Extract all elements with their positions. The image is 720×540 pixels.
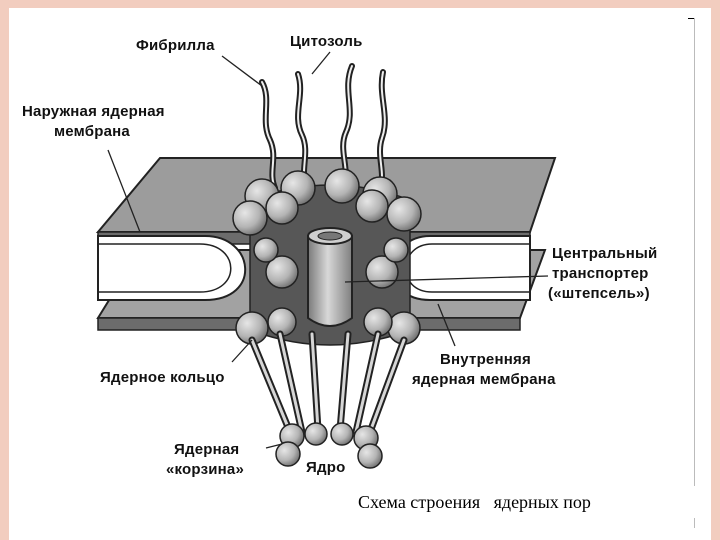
label-inner-membrane-line2: ядерная мембрана bbox=[412, 372, 556, 388]
nuclear-basket-filaments bbox=[252, 334, 404, 432]
figure-caption: Схема строения ядерных пор bbox=[350, 486, 695, 518]
label-inner-membrane-line1: Внутренняя bbox=[440, 352, 531, 368]
label-outer-membrane-line2: мембрана bbox=[54, 124, 130, 140]
label-nuclear-basket-line1: Ядерная bbox=[174, 442, 239, 458]
central-transporter bbox=[308, 228, 352, 326]
label-outer-membrane-line1: Наружная ядерная bbox=[22, 104, 165, 120]
label-nucleus: Ядро bbox=[306, 460, 345, 476]
label-central-transporter-line2: транспортер bbox=[552, 266, 649, 282]
label-fibril: Фибрилла bbox=[136, 38, 215, 54]
label-cytosol: Цитозоль bbox=[290, 34, 363, 50]
label-nuclear-ring: Ядерное кольцо bbox=[100, 370, 225, 386]
label-central-transporter-line3: («штепсель») bbox=[548, 286, 650, 302]
label-nuclear-basket-line2: «корзина» bbox=[166, 462, 244, 478]
basket-filament-highlights bbox=[252, 334, 404, 432]
label-central-transporter-line1: Центральный bbox=[552, 246, 657, 262]
